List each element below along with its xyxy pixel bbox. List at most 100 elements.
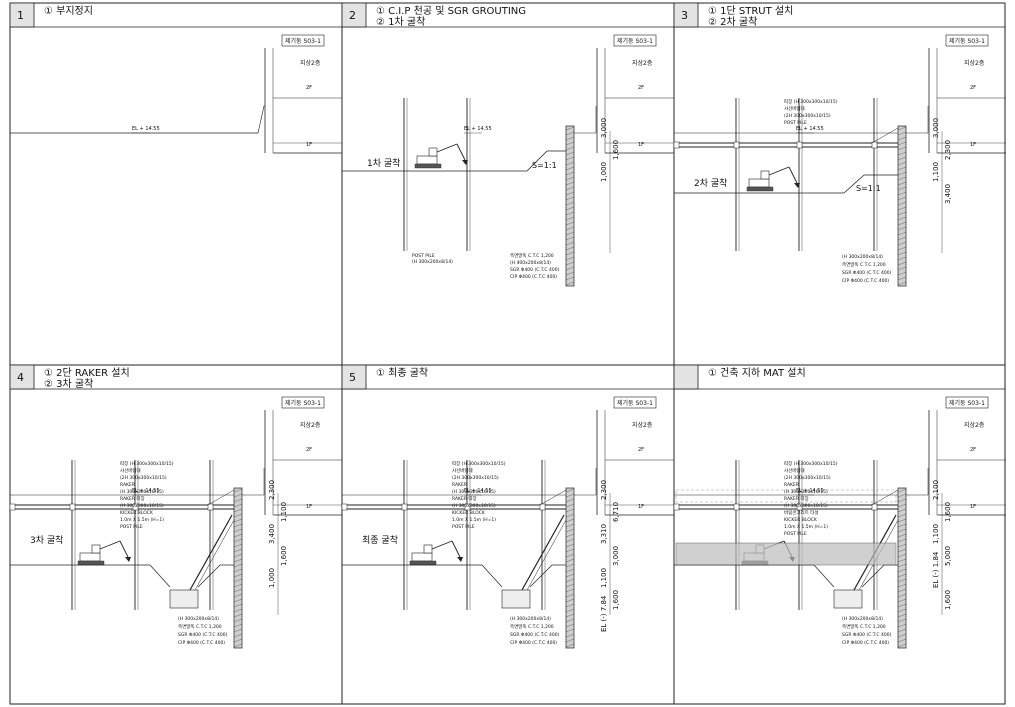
excavation-label: 2차 굴착 xyxy=(694,177,727,189)
wall-hatch xyxy=(233,628,243,633)
wall-hatch xyxy=(565,578,575,583)
wall-hatch xyxy=(565,281,575,286)
wall-hatch xyxy=(897,488,907,493)
callout-note: SGR Φ400 (C.T.C 400) xyxy=(178,632,228,638)
wall-hatch xyxy=(565,488,575,493)
kicker-block xyxy=(833,589,863,609)
wall-hatch xyxy=(897,226,907,231)
floor-1f: 1F xyxy=(306,504,312,510)
excavator-bucket xyxy=(457,557,463,562)
wall-hatch xyxy=(897,548,907,553)
stage-title-line1: ① 1단 STRUT 설치 xyxy=(708,5,793,17)
excavator-arm xyxy=(456,143,466,161)
ground-elevation: EL + 14.55 xyxy=(796,488,824,494)
callout-note: 버림콘크리트 타설 xyxy=(784,509,819,516)
wall-hatch xyxy=(897,633,907,638)
callout-note: (2H 300x300x10/15) xyxy=(452,475,499,481)
wall-hatch xyxy=(233,553,243,558)
callout-note: CIP Φ400 (C.T.C 400) xyxy=(842,640,889,646)
stage-number: 1 xyxy=(17,9,24,22)
stage-number: 4 xyxy=(17,371,24,384)
raker xyxy=(189,514,233,591)
cip-retaining-wall xyxy=(233,487,243,649)
wall-hatch xyxy=(233,618,243,623)
wall-hatch xyxy=(897,583,907,588)
wall-hatch xyxy=(233,558,243,563)
floor-label: 지상2층 xyxy=(632,59,653,67)
wall-hatch xyxy=(233,643,243,648)
excavator-cab xyxy=(423,544,433,554)
callout-note: 띠장 (H 300x300x10/15) xyxy=(784,460,838,467)
wall-hatch xyxy=(565,171,575,176)
wall-hatch xyxy=(897,141,907,146)
wall-hatch xyxy=(233,563,243,568)
excavator-boom xyxy=(431,540,453,550)
wall-hatch xyxy=(897,568,907,573)
wall-hatch xyxy=(565,498,575,503)
callout-note: CIP Φ400 (C.T.C 400) xyxy=(510,640,557,646)
callout-note: 띠장 (H 300x300x10/15) xyxy=(120,460,174,467)
excavator-bucket xyxy=(125,557,131,562)
callout-note: (2H 300x300x10/15) xyxy=(120,475,167,481)
wall-hatch xyxy=(565,151,575,156)
dimension-value: 1,000 xyxy=(600,162,608,182)
callout-note: 사선버팀대 xyxy=(452,467,473,474)
dimension-value: 1,600 xyxy=(280,546,288,566)
cip-retaining-wall xyxy=(897,125,907,287)
diagonal-brace xyxy=(207,489,235,506)
stage-number-box xyxy=(341,364,367,390)
dimension-value: EL (-) 1.84 xyxy=(932,551,940,588)
excavator-body xyxy=(411,552,433,562)
callout-note: CIP Φ400 (C.T.C 400) xyxy=(510,274,557,280)
floor-1f: 1F xyxy=(638,142,644,148)
stage-title-line1: ① 2단 RAKER 설치 xyxy=(44,367,130,379)
strut-bracket xyxy=(673,141,680,149)
wall-hatch xyxy=(565,558,575,563)
wall-hatch xyxy=(897,236,907,241)
callout-note: 측면말뚝 C.T.C 1,200 xyxy=(842,623,886,630)
dimension-value: 1,000 xyxy=(268,568,276,588)
dimension-value: 3,000 xyxy=(600,118,608,138)
callout-note: (H 300x300x10/15) xyxy=(120,503,164,509)
strut-bracket xyxy=(733,141,740,149)
wall-hatch xyxy=(233,588,243,593)
wall-hatch xyxy=(233,533,243,538)
callout-note: SGR Φ400 (C.T.C 400) xyxy=(842,632,892,638)
floor-2f: 2F xyxy=(638,85,644,91)
raker xyxy=(521,514,565,591)
callout-note: (2H 300x300x10/15) xyxy=(784,475,831,481)
ground-elevation: EL + 14.55 xyxy=(132,488,160,494)
sheet-tag-box xyxy=(281,34,325,47)
wall-hatch xyxy=(897,588,907,593)
wall-hatch xyxy=(565,523,575,528)
wall-hatch xyxy=(897,161,907,166)
excavator-track xyxy=(414,163,442,169)
wall-hatch xyxy=(233,603,243,608)
sheet-tag: 제기둥 S03-1 xyxy=(285,399,321,407)
wall-hatch xyxy=(233,633,243,638)
wall-hatch xyxy=(897,146,907,151)
callout-note: RAKER xyxy=(784,482,799,488)
excavation-slope xyxy=(861,564,885,588)
wall-hatch xyxy=(565,543,575,548)
stage-number: 5 xyxy=(349,371,356,384)
wall-hatch xyxy=(565,131,575,136)
wall-hatch xyxy=(233,578,243,583)
callout-note: (H 300x300x10/15) xyxy=(784,503,828,509)
wall-hatch xyxy=(897,256,907,261)
dimension-value: 1,100 xyxy=(932,162,940,182)
callout-note: SGR Φ400 (C.T.C 400) xyxy=(510,267,560,273)
callout-note: (H 300x300x10/15) xyxy=(452,489,496,495)
wall-hatch xyxy=(233,498,243,503)
dimension-value: 1,600 xyxy=(944,502,952,522)
stage-number-box xyxy=(341,2,367,28)
wall-hatch xyxy=(897,181,907,186)
wall-hatch xyxy=(565,206,575,211)
floor-2f: 2F xyxy=(970,85,976,91)
excavator-track xyxy=(409,560,437,566)
strut-bracket xyxy=(871,141,878,149)
stage-title-line2: ② 1차 굴착 xyxy=(376,16,425,28)
wall-hatch xyxy=(565,638,575,643)
